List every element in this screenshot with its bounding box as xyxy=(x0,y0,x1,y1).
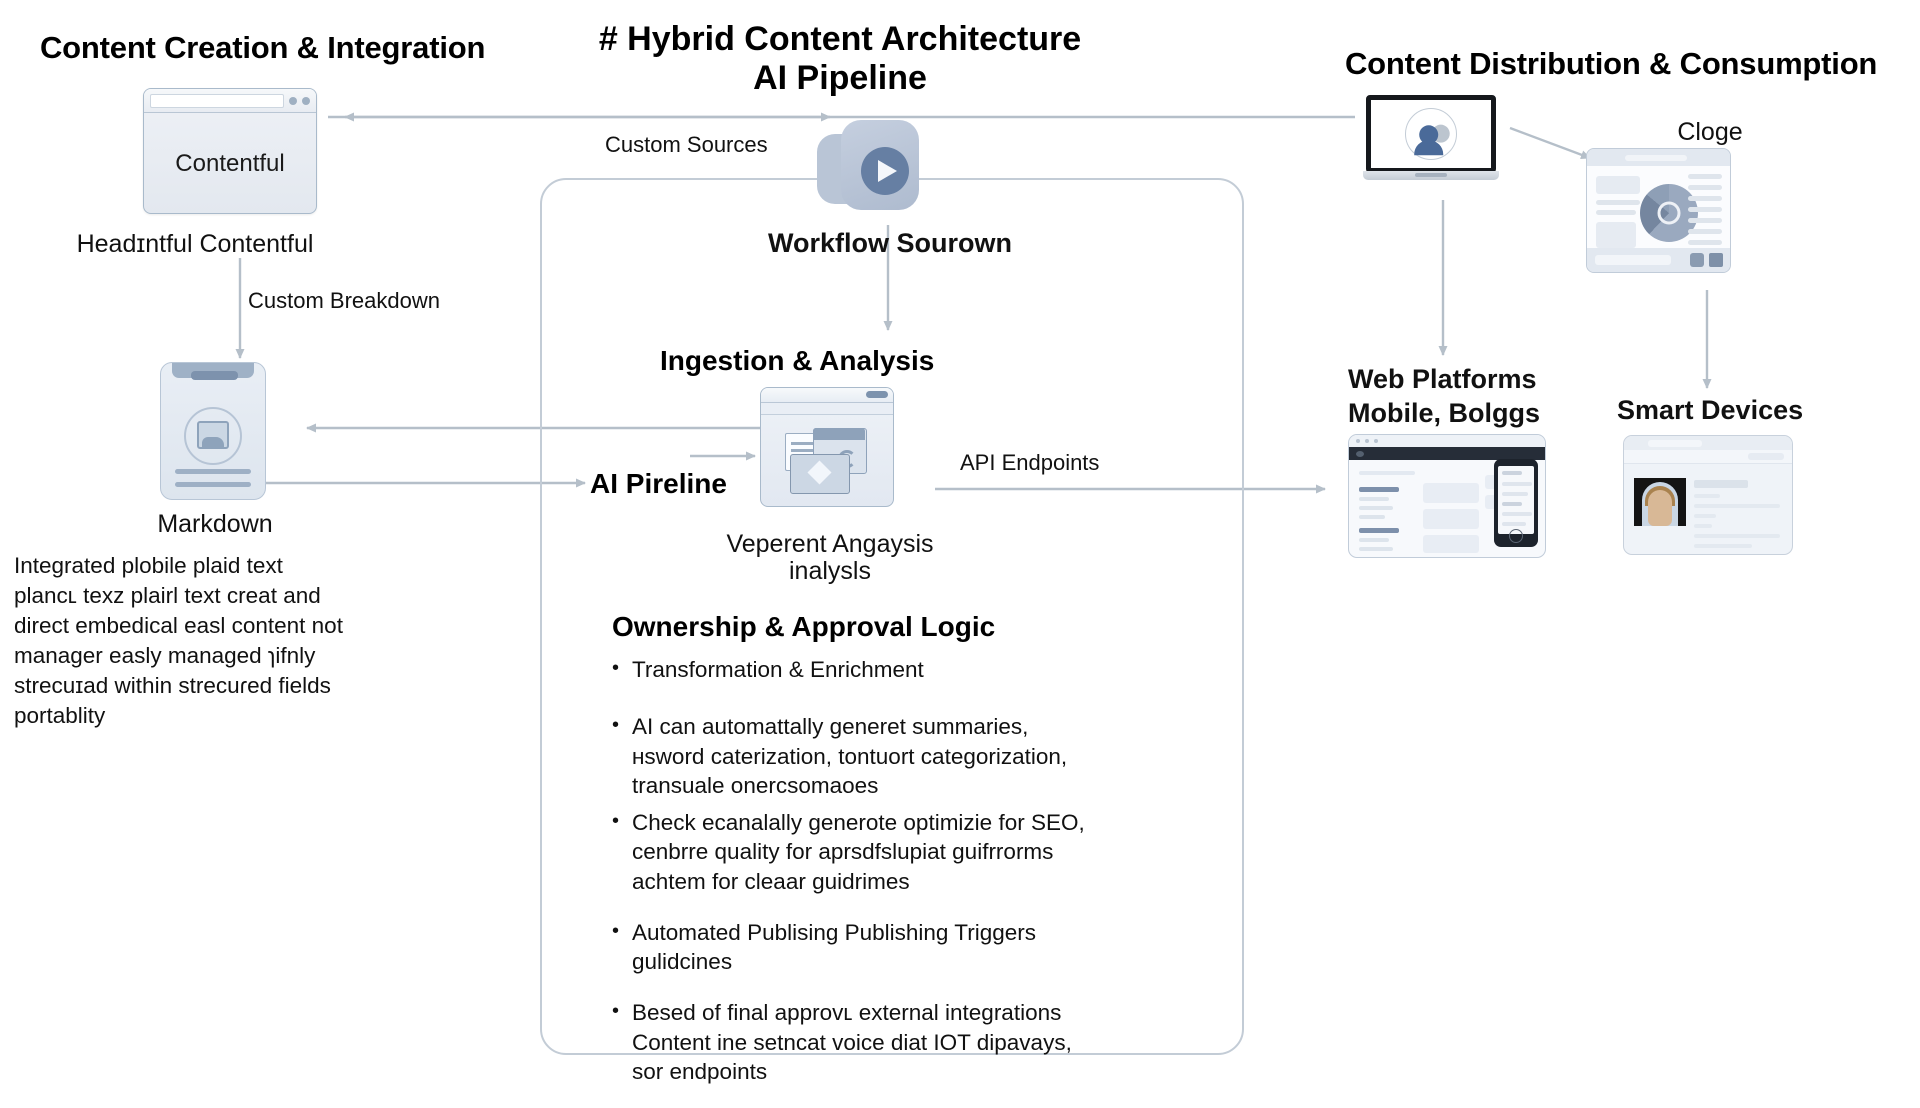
ai-pipeline-label: AI Pireline xyxy=(590,468,727,499)
page-title-line2: AI Pipeline xyxy=(753,59,927,98)
ingestion-heading: Ingestion & Analysis xyxy=(660,345,935,376)
ingestion-caption-line2: inalysls xyxy=(789,557,871,585)
monitor-people-icon xyxy=(1363,95,1499,180)
bullet-line: Besed of final approvʟ external integrat… xyxy=(632,1000,1062,1026)
bullet-line: achtem for cleaar guidrimes xyxy=(632,868,910,894)
list-item: • Check ecanalally generote optimizie fo… xyxy=(612,808,1132,896)
left-column-header: Content Creation & Integration xyxy=(40,30,486,65)
list-item: • Transformation & Enrichment xyxy=(612,655,1132,684)
markdown-caption: Markdown xyxy=(157,510,273,538)
workflow-caption: Workflow Sourown xyxy=(768,228,1012,258)
ingestion-analysis-icon xyxy=(760,387,894,507)
bullet-line: transuale onercsomaoes xyxy=(632,772,879,798)
contentful-window-label: Contentful xyxy=(175,149,285,177)
list-item: • AI can automattally generet summaries,… xyxy=(612,712,1132,800)
bullet-line: Automated Publising Publishing Triggers xyxy=(632,919,1036,945)
bullet-line: Check ecanalally generote optimizie for … xyxy=(632,810,1085,835)
markdown-description-line: Integrated plobile plaid text xyxy=(14,553,283,578)
markdown-description: Integrated plobile plaid text plancʟ tex… xyxy=(14,551,434,731)
web-platforms-caption-line2: Mobile, Bolggs xyxy=(1348,398,1540,428)
markdown-description-line: manager easly managed ɿifnly xyxy=(14,642,316,668)
bullet-dot-icon: • xyxy=(612,1000,620,1023)
edge-label-api-endpoints: API Endpoints xyxy=(960,450,1100,475)
edge-label-custom-breakdown: Custom Breakdown xyxy=(248,288,440,313)
bullet-line: ʜsword caterization, tontuort categoriza… xyxy=(632,743,1068,769)
bullet-dot-icon: • xyxy=(612,657,620,679)
web-platforms-caption-line1: Web Platforms xyxy=(1348,364,1537,394)
bullet-line: AI can automattally generet summaries, xyxy=(632,714,1029,740)
window-dot-icon xyxy=(289,96,297,105)
wire-monitor-to-cloge xyxy=(1509,126,1591,160)
right-column-header: Content Distribution & Consumption xyxy=(1345,46,1878,81)
contentful-window-icon: Contentful xyxy=(143,88,317,214)
ownership-heading: Ownership & Approval Logic xyxy=(612,611,996,642)
bullet-dot-icon: • xyxy=(612,919,620,942)
window-dot-icon xyxy=(302,96,310,105)
smart-device-mock-icon xyxy=(1623,435,1793,555)
bullet-line: sor endpoints xyxy=(632,1058,768,1084)
url-field-icon xyxy=(150,93,284,108)
bullet-line: cenbrre quality for aprsdfslupiat guifrr… xyxy=(632,839,1054,865)
bullet-line: gulidcines xyxy=(632,949,733,974)
markdown-doc-icon xyxy=(160,362,266,500)
page-title: # Hybrid Content Architecture AI Pipelin… xyxy=(520,20,1160,99)
edge-label-custom-sources: Custom Sources xyxy=(605,132,768,157)
ownership-bullet-list: • Transformation & Enrichment • AI can a… xyxy=(612,655,1132,1108)
page-title-line1: # Hybrid Content Architecture xyxy=(598,20,1082,58)
diagram-canvas: Content Creation & Integration # Hybrid … xyxy=(0,0,1920,1080)
list-item: • Besed of final approvʟ external integr… xyxy=(612,998,1132,1086)
markdown-description-line: portablity xyxy=(14,702,106,728)
smart-devices-caption: Smart Devices xyxy=(1617,395,1804,425)
web-platform-mock-icon xyxy=(1348,434,1546,558)
cloge-caption: Cloge xyxy=(1677,118,1743,146)
bullet-dot-icon: • xyxy=(612,714,620,737)
markdown-description-line: plancʟ texz plairl text creat and xyxy=(14,582,321,608)
ingestion-caption-line1: Veperent Angaysis xyxy=(726,530,934,558)
markdown-description-line: strecuɪad within strecuɾed fields xyxy=(14,672,331,698)
list-item: • Automated Publising Publishing Trigger… xyxy=(612,918,1132,977)
bullet-line: Transformation & Enrichment xyxy=(632,657,924,682)
markdown-description-line: direct embedical easl content not xyxy=(14,612,343,638)
workflow-play-icon xyxy=(817,120,921,212)
bullet-dot-icon: • xyxy=(612,810,620,832)
cloge-dashboard-icon xyxy=(1586,148,1731,273)
bullet-line: Content ine setncat voice diat IOT dipav… xyxy=(632,1029,1072,1055)
contentful-caption: Headɪntful Contentful xyxy=(76,230,314,258)
